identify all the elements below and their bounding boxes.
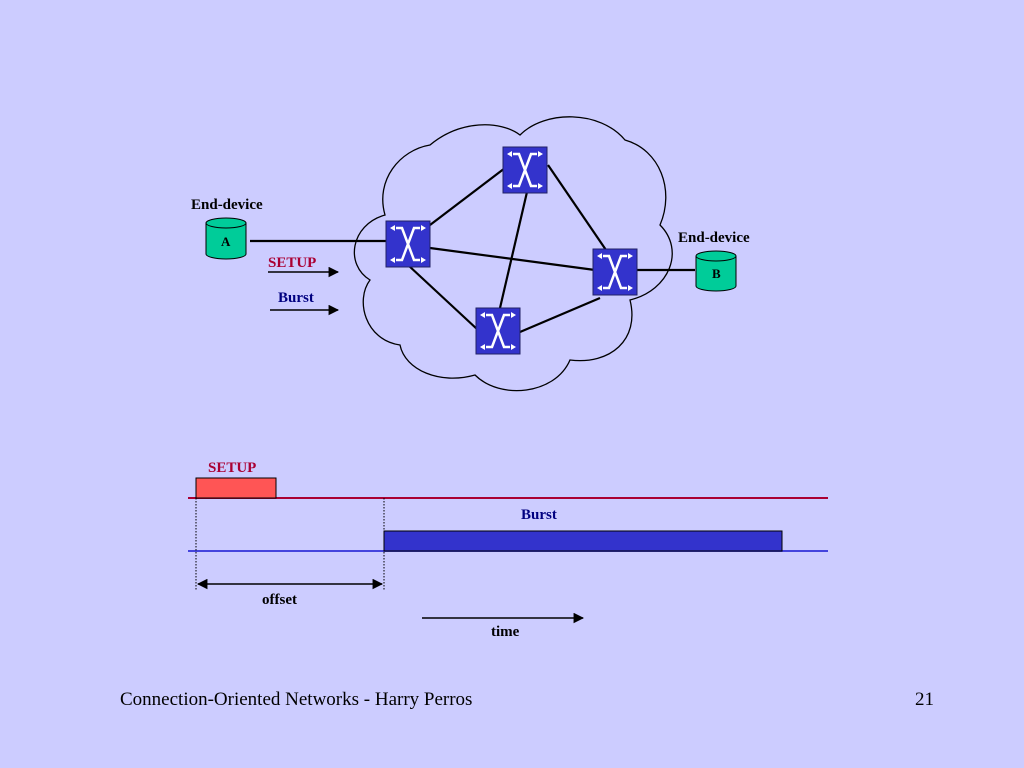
switch-right-icon	[591, 247, 639, 297]
end-device-b-letter: B	[712, 266, 721, 281]
end-device-a-icon	[205, 217, 247, 260]
footer-title: Connection-Oriented Networks - Harry Per…	[120, 689, 473, 710]
network-setup-label: SETUP	[268, 255, 317, 271]
network-links	[250, 164, 695, 334]
end-device-a-label: End-device	[191, 197, 263, 213]
network-cloud	[353, 116, 673, 392]
end-device-b-label: End-device	[678, 230, 750, 246]
time-label: time	[491, 624, 520, 640]
burst-pulse	[383, 530, 783, 552]
setup-pulse	[195, 477, 277, 499]
switch-top-icon	[501, 145, 549, 195]
switch-left-icon	[384, 219, 432, 269]
timing-burst-label: Burst	[521, 507, 557, 523]
end-device-a-letter: A	[221, 234, 231, 249]
end-device-b-icon	[695, 250, 737, 292]
page-number: 21	[915, 689, 934, 710]
switch-bottom-icon	[474, 306, 522, 356]
timing-setup-label: SETUP	[208, 460, 257, 476]
offset-label: offset	[262, 592, 297, 608]
network-burst-label: Burst	[278, 290, 314, 306]
